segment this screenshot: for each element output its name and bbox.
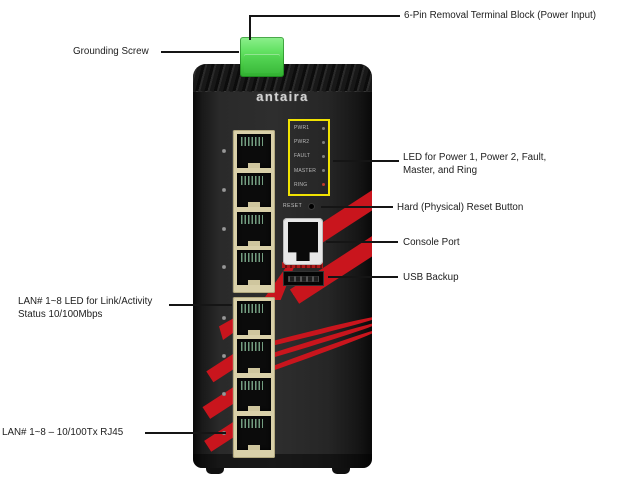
rj45-pins [241, 175, 263, 185]
port-activity-led-2 [222, 187, 226, 192]
rj45-pins [241, 342, 263, 352]
rj45-pins [241, 214, 263, 224]
port-activity-led-3 [222, 226, 226, 231]
rj45-port-4 [237, 250, 271, 285]
callout-led-panel: LED for Power 1, Power 2, Fault, Master,… [403, 151, 546, 177]
brand-logo: antaira [256, 89, 309, 104]
led-indicator [322, 126, 325, 130]
terminal-block-front [244, 54, 280, 73]
rj45-pins [241, 137, 263, 146]
led-indicator [322, 154, 325, 158]
led-row-ring: RING [290, 178, 328, 192]
rj45-port-1 [237, 134, 271, 169]
led-indicator [322, 169, 325, 173]
callout-usb: USB Backup [403, 272, 459, 283]
rj45-port-6 [237, 339, 271, 373]
callout-line-reset [321, 206, 393, 208]
port-activity-led-1 [222, 149, 226, 154]
callout-led-line2: Master, and Ring [403, 165, 478, 176]
callout-lan-led: LAN# 1~8 LED for Link/Activity Status 10… [18, 295, 152, 321]
callout-reset: Hard (Physical) Reset Button [397, 202, 524, 213]
console-rj45-jack [288, 222, 318, 261]
callout-grounding-screw: Grounding Screw [73, 46, 149, 57]
red-print-below-usb [293, 290, 309, 295]
led-label: FAULT [294, 153, 311, 160]
port-activity-led-7 [222, 392, 226, 397]
led-row-master: MASTER [290, 164, 328, 178]
rj45-pins [241, 253, 263, 263]
rj45-port-8 [237, 415, 271, 450]
led-row-pwr1: PWR1 [290, 121, 328, 135]
rj45-port-3 [237, 211, 271, 246]
rj45-port-2 [237, 172, 271, 207]
usb-slot [288, 276, 319, 282]
device-front: antaira RESET [193, 64, 372, 468]
rj45-latch [248, 163, 260, 169]
rj45-pins [241, 418, 263, 428]
callout-line-usb [328, 276, 398, 278]
led-label: RING [294, 181, 308, 188]
callout-lan-ports: LAN# 1~8 – 10/100Tx RJ45 [2, 427, 124, 438]
port-activity-led-4 [222, 265, 226, 270]
callout-lan-led-line1: LAN# 1~8 LED for Link/Activity [18, 296, 153, 307]
callout-led-line1: LED for Power 1, Power 2, Fault, [403, 152, 547, 163]
callout-terminal-block: 6-Pin Removal Terminal Block (Power Inpu… [404, 10, 597, 21]
rj45-latch [248, 279, 260, 285]
callout-line-terminal-h [249, 15, 400, 17]
rj45-latch [248, 329, 260, 335]
led-row-pwr2: PWR2 [290, 135, 328, 149]
terminal-block [240, 37, 284, 77]
rj45-port-5 [237, 301, 271, 335]
callout-lan-led-line2: Status 10/100Mbps [18, 309, 103, 320]
port-activity-led-5 [222, 315, 226, 320]
reset-button [309, 204, 314, 209]
rj45-pins [241, 304, 263, 313]
callout-line-console [326, 241, 398, 243]
led-label: MASTER [294, 167, 317, 174]
callout-line-lan-ports [145, 432, 226, 434]
callout-line-lan-led [169, 304, 232, 306]
rj45-port-7 [237, 377, 271, 412]
console-port [283, 218, 323, 265]
rj45-latch [248, 444, 260, 450]
callout-console: Console Port [403, 237, 460, 248]
red-print-above-usb [282, 262, 323, 268]
led-indicator [322, 183, 325, 187]
callout-line-grounding [161, 51, 239, 53]
callout-line-terminal-v [249, 15, 251, 40]
rj45-latch [248, 368, 260, 373]
rj45-latch [248, 202, 260, 207]
led-row-fault: FAULT [290, 149, 328, 163]
callout-line-led [333, 160, 399, 162]
device-bottom-shade [193, 454, 372, 468]
rj45-latch [248, 240, 260, 246]
rj45-pins [241, 380, 263, 390]
led-indicator [322, 140, 325, 144]
port-activity-led-6 [222, 354, 226, 359]
reset-print-label: RESET [283, 203, 303, 209]
rj45-latch [248, 406, 260, 412]
led-label: PWR2 [294, 139, 310, 146]
usb-port [283, 271, 324, 286]
led-label: PWR1 [294, 125, 310, 132]
